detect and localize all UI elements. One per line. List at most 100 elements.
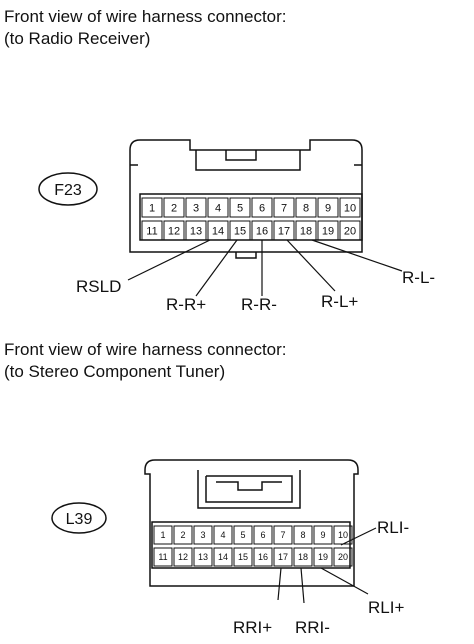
f23-pin-number: 1 [149,203,155,215]
l39-pin-number: 12 [178,552,188,562]
f23-pin-cell [317,220,339,241]
f23-pin-cell [295,220,317,241]
f23-pin-number: 9 [325,203,331,215]
l39-pin-cell [213,525,233,545]
l39-pin-cell [273,547,293,567]
f23-pin-cell [141,197,163,218]
l39-pin-cell [153,525,173,545]
l39-pin-number: 1 [160,530,165,540]
f23-pin-cell [163,197,185,218]
f23-pin-number: 3 [193,203,199,215]
l39-pin-number: 15 [238,552,248,562]
l39-callouts [277,527,377,604]
f23-connector [129,139,363,259]
f23-pin-cell [185,197,207,218]
l39-pin-number: 14 [218,552,228,562]
f23-housing-outline [129,139,363,253]
l39-label-rri-minus: RRI- [295,618,330,637]
f23-pin-cell [339,220,361,241]
l39-pin-cell [293,547,313,567]
l39-label-rri-plus: RRI+ [233,618,272,637]
f23-pin-cell [273,197,295,218]
l39-pin-cell [173,547,193,567]
f23-pin-number: 17 [278,226,290,238]
l39-pin-number: 4 [220,530,225,540]
l39-pin-cell [193,547,213,567]
l39-latch-outer [197,470,301,509]
l39-pin-cell [173,525,193,545]
l39-pin-number: 8 [300,530,305,540]
f23-pin-number: 13 [190,226,202,238]
f23-pin-cell [229,220,251,241]
l39-code-label: L39 [66,511,93,528]
l39-pin-number: 17 [278,552,288,562]
l39-pin-cell [253,525,273,545]
l39-latch-inner [205,475,293,503]
f23-pin-cell [207,220,229,241]
l39-pin-number: 3 [200,530,205,540]
l39-pin-cell [253,547,273,567]
f23-pin-number: 14 [212,226,224,238]
f23-code-label: F23 [54,182,82,199]
l39-pin-number: 9 [320,530,325,540]
f23-heading-line1: Front view of wire harness connector: [4,7,287,26]
f23-pin-cell [141,220,163,241]
l39-pin-cell [193,525,213,545]
f23-pin-number: 18 [300,226,312,238]
f23-pin-number: 16 [256,226,268,238]
f23-callout-rsld [127,239,211,281]
f23-pin-cell [295,197,317,218]
l39-callout-rri-plus [277,567,282,601]
l39-pin-number: 19 [318,552,328,562]
l39-pin-cell [153,547,173,567]
f23-bottom-key [235,252,257,259]
f23-callouts [127,239,403,297]
l39-housing-outline [144,459,359,587]
l39-pin-cell [293,525,313,545]
f23-pin-number: 2 [171,203,177,215]
l39-pin-number: 16 [258,552,268,562]
l39-label-rli-minus: RLI- [377,518,409,537]
f23-label-r-l-minus: R-L- [402,268,435,287]
l39-pin-number: 20 [338,552,348,562]
l39-pin-number: 11 [158,552,167,562]
f23-pin-number: 12 [168,226,180,238]
f23-latch [195,150,301,171]
l39-pin-cell [333,547,353,567]
f23-pin-number: 19 [322,226,334,238]
f23-code-oval [38,172,98,206]
f23-pin-number: 10 [344,203,356,215]
l39-pin-number: 6 [260,530,265,540]
l39-pin-number: 5 [240,530,245,540]
l39-pin-cell [213,547,233,567]
f23-callout-r-l-plus [286,239,336,292]
l39-pin-cell [273,525,293,545]
l39-pin-number: 2 [180,530,185,540]
f23-pin-cell [163,220,185,241]
f23-pin-number: 8 [303,203,309,215]
l39-pin-cell [313,525,333,545]
f23-pin-number: 6 [259,203,265,215]
f23-pin-number: 15 [234,226,246,238]
l39-connector [144,459,359,587]
f23-pin-cell [229,197,251,218]
f23-pin-cell [251,197,273,218]
f23-pin-cell [339,197,361,218]
f23-label-rsld: RSLD [76,277,121,296]
l39-pin-number: 18 [298,552,308,562]
l39-callout-rli-plus [320,567,369,595]
f23-pin-number: 11 [146,226,157,238]
f23-label-r-l-plus: R-L+ [321,292,358,311]
f23-callout-r-l-minus [311,239,403,272]
f23-pin-number: 5 [237,203,243,215]
l39-callout-rri-minus [300,567,305,604]
f23-pin-number: 20 [344,226,356,238]
f23-callout-r-r-plus [195,239,238,297]
l39-pin-cell [233,547,253,567]
f23-pin-cell [273,220,295,241]
f23-heading: Front view of wire harness connector: (t… [4,6,287,50]
l39-heading-line2: (to Stereo Component Tuner) [4,362,226,381]
